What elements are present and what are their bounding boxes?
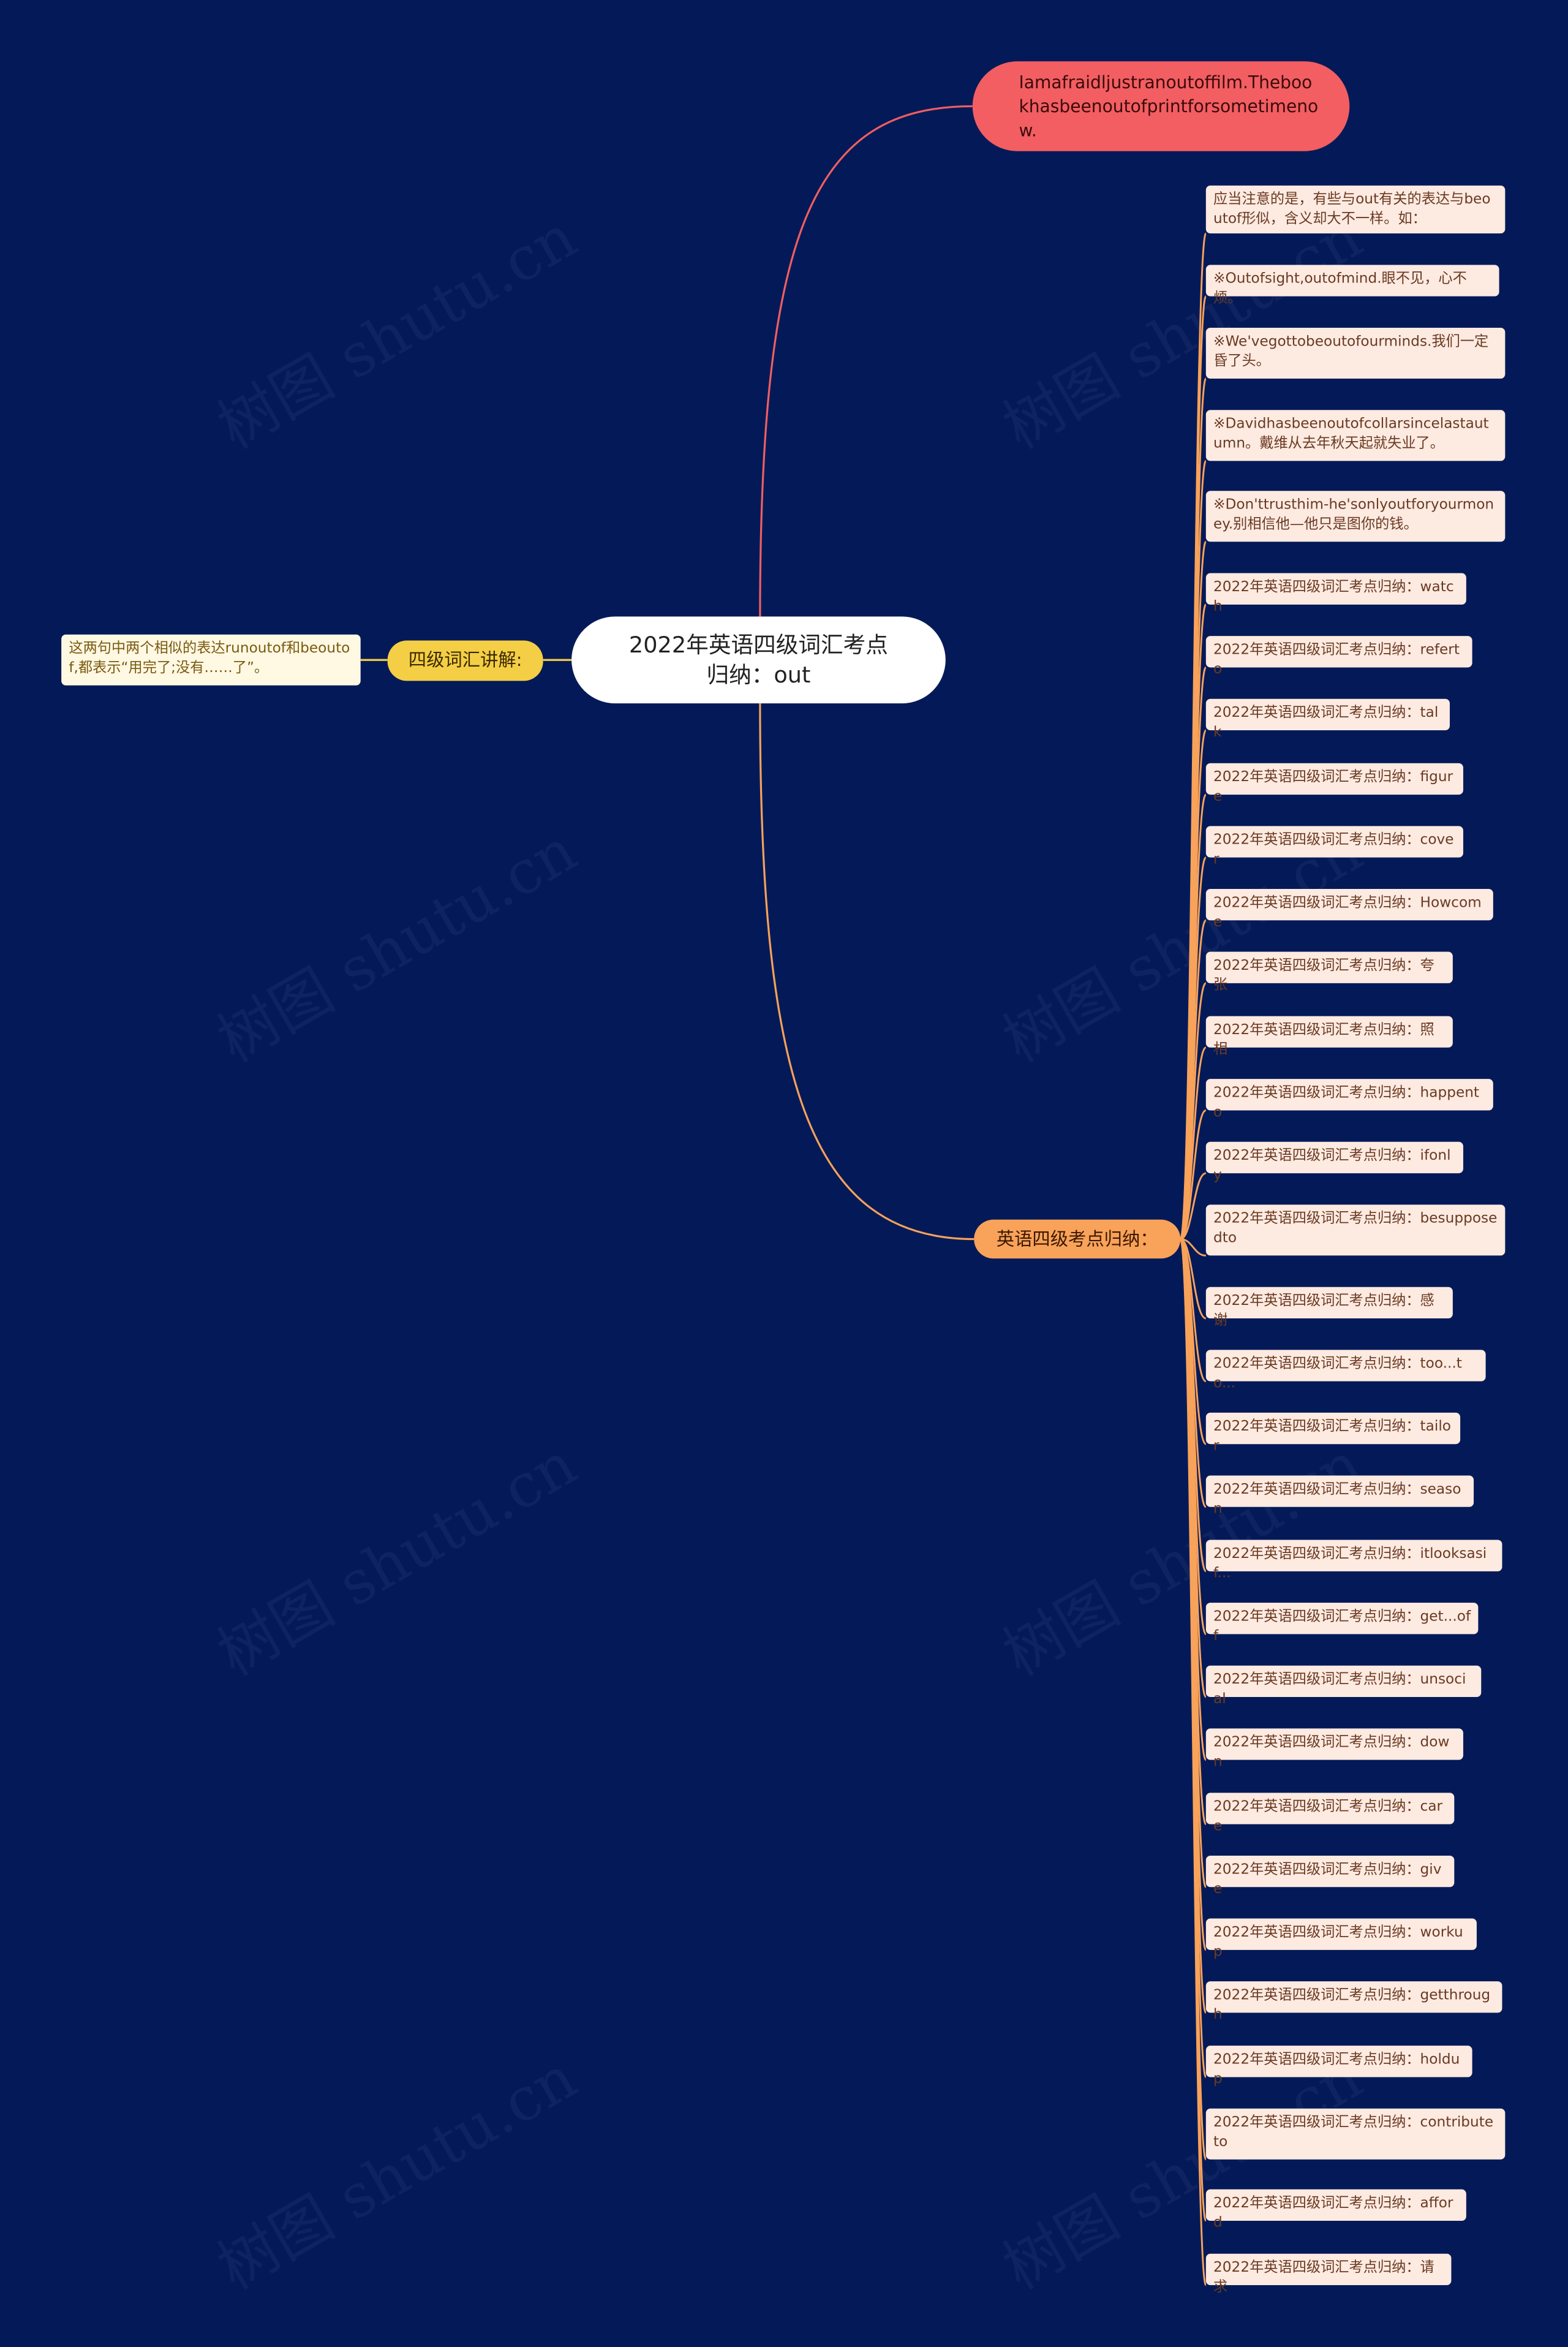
leaf-related-article[interactable]: 2022年英语四级词汇考点归纳：happento	[1205, 1079, 1493, 1120]
leaf-related-article[interactable]: 2022年英语四级词汇考点归纳：夸张	[1205, 951, 1453, 993]
leaf-related-article[interactable]: 2022年英语四级词汇考点归纳：tailor	[1205, 1412, 1461, 1454]
leaf-related-article[interactable]: 2022年英语四级词汇考点归纳：unsocial	[1205, 1665, 1482, 1707]
leaf-related-article[interactable]: 2022年英语四级词汇考点归纳：ifonly	[1205, 1141, 1463, 1183]
connector-root-to-orange-branch	[759, 703, 974, 1241]
leaf-related-article[interactable]: 2022年英语四级词汇考点归纳：holdup	[1205, 2046, 1472, 2087]
connector-branch-to-leaf	[1179, 1238, 1207, 2286]
leaf-related-article[interactable]: 2022年英语四级词汇考点归纳：Howcome	[1205, 888, 1493, 930]
leaf-connectors	[1179, 232, 1207, 2286]
leaf-related-article[interactable]: 2022年英语四级词汇考点归纳：contributeto	[1205, 2108, 1506, 2160]
branch-vocab-explanation[interactable]: 四级词汇讲解:	[387, 640, 543, 681]
leaf-related-article[interactable]: 2022年英语四级词汇考点归纳：talk	[1205, 698, 1450, 740]
leaf-related-article[interactable]: 2022年英语四级词汇考点归纳：figure	[1205, 763, 1463, 804]
leaf-related-article[interactable]: 2022年英语四级词汇考点归纳：cover	[1205, 826, 1463, 867]
root-title-line-2: 归纳：out	[706, 661, 811, 689]
leaf-related-article[interactable]: 2022年英语四级词汇考点归纳：referto	[1205, 636, 1472, 677]
leaf-related-article[interactable]: 2022年英语四级词汇考点归纳：get...off	[1205, 1603, 1479, 1644]
leaf-related-article[interactable]: 2022年英语四级词汇考点归纳：season	[1205, 1475, 1474, 1517]
connector-branch-to-leaf	[1180, 1238, 1206, 1257]
leaf-related-article[interactable]: 2022年英语四级词汇考点归纳：workup	[1205, 1918, 1477, 1960]
root-title-line-1: 2022年英语四级词汇考点	[628, 631, 888, 659]
leaf-example[interactable]: ※Don'ttrusthim-he'sonlyoutforyourmoney.别…	[1205, 491, 1506, 542]
root-node[interactable]: 2022年英语四级词汇考点 归纳：out	[571, 616, 946, 704]
connector-branch-to-leaf	[1180, 1172, 1207, 1241]
leaf-related-article[interactable]: 2022年英语四级词汇考点归纳：care	[1205, 1793, 1455, 1834]
leaf-related-article[interactable]: 2022年英语四级词汇考点归纳：give	[1205, 1855, 1455, 1897]
leaf-related-article[interactable]: 2022年英语四级词汇考点归纳：itlooksasif...	[1205, 1540, 1502, 1581]
leaf-related-article[interactable]: 2022年英语四级词汇考点归纳：afford	[1205, 2189, 1466, 2231]
leaf-related-article[interactable]: 2022年英语四级词汇考点归纳：watch	[1205, 573, 1466, 614]
connector-branch-to-leaf	[1180, 1109, 1207, 1241]
leaf-related-article[interactable]: 2022年英语四级词汇考点归纳：请求	[1205, 2253, 1452, 2295]
leaf-example[interactable]: ※Davidhasbeenoutofcollarsincelastautumn。…	[1205, 410, 1506, 461]
connector-root-to-top-node	[759, 105, 973, 617]
leaf-note[interactable]: 应当注意的是，有些与out有关的表达与beoutof形似，含义却大不一样。如：	[1205, 185, 1506, 234]
leaf-related-article[interactable]: 2022年英语四级词汇考点归纳：感谢	[1205, 1287, 1453, 1328]
top-node-example-sentence[interactable]: Iamafraidljustranoutoffilm.Thebookhasbee…	[972, 61, 1350, 151]
leaf-related-article[interactable]: 2022年英语四级词汇考点归纳：too...to...	[1205, 1350, 1486, 1391]
leaf-example[interactable]: ※We'vegottobeoutofourminds.我们一定昏了头。	[1205, 327, 1506, 379]
leaf-related-article[interactable]: 2022年英语四级词汇考点归纳：照相	[1205, 1016, 1453, 1057]
leaf-related-article[interactable]: 2022年英语四级词汇考点归纳：down	[1205, 1728, 1463, 1769]
leaf-related-article[interactable]: 2022年英语四级词汇考点归纳：besupposedto	[1205, 1204, 1506, 1256]
leaf-related-article[interactable]: 2022年英语四级词汇考点归纳：getthrough	[1205, 1981, 1502, 2022]
leaf-example[interactable]: ※Outofsight,outofmind.眼不见，心不烦。	[1205, 265, 1499, 306]
branch-cet4-summary[interactable]: 英语四级考点归纳：	[974, 1219, 1181, 1259]
vocab-explanation-leaf[interactable]: 这两句中两个相似的表达runoutof和beoutof,都表示“用完了;没有………	[61, 634, 361, 686]
